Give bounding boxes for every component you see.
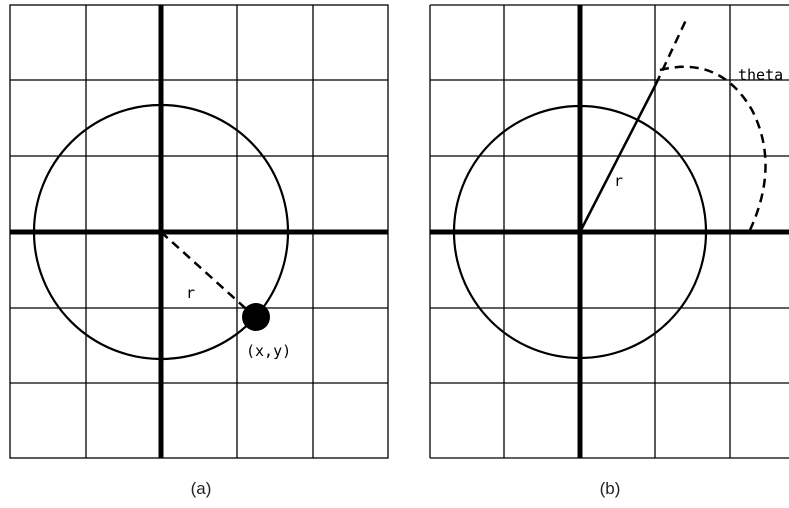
panel-b-angle-label: theta — [738, 66, 783, 84]
panel-a-diagram: r (x,y) — [9, 4, 389, 459]
panel-b-caption: (b) — [599, 479, 621, 498]
panel-a-circle — [32, 103, 290, 361]
panel-b-diagram: r theta — [429, 4, 789, 459]
panel-a-radius-line — [160, 231, 255, 317]
panel-a-grid — [9, 4, 389, 459]
panel-a-point-label: (x,y) — [246, 342, 291, 360]
panel-a-radius-label: r — [186, 284, 195, 302]
panel-b-circle — [452, 104, 708, 360]
panel-a-caption: (a) — [190, 479, 212, 498]
panel-a-point-marker — [242, 303, 270, 331]
panel-b-radius-line — [578, 83, 658, 233]
panel-b-grid — [429, 4, 789, 459]
panel-b-radius-label: r — [614, 172, 623, 190]
panel-a-axes — [10, 5, 388, 458]
panel-b-angle-arc — [659, 65, 767, 231]
panel-b-axes — [430, 5, 789, 458]
panel-b-angle-ray — [654, 19, 688, 85]
